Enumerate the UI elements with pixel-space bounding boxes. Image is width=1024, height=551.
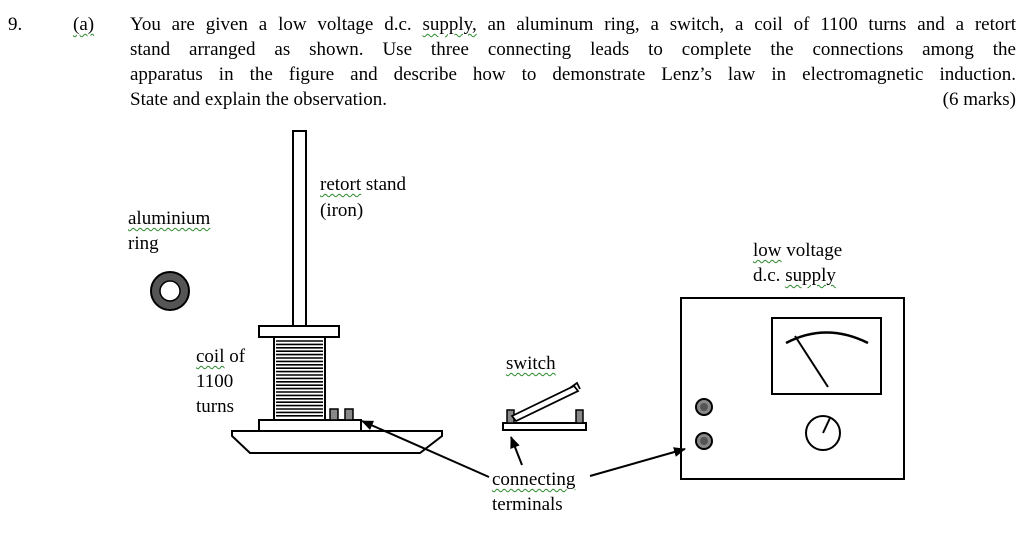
- question-line-2: stand arranged as shown. Use three conne…: [130, 39, 1016, 60]
- coil-turns-label: 1100: [196, 371, 234, 392]
- retort-stand-label: retort stand: [320, 174, 407, 195]
- coil-terminal: [329, 408, 339, 421]
- switch-lever: [510, 384, 580, 423]
- coil: [258, 325, 362, 432]
- question-part: (a): [73, 12, 94, 37]
- question-text: an aluminum ring, a switch, a coil of 11…: [476, 14, 1016, 35]
- question-line-4: State and explain the observation. (6 ma…: [130, 87, 1016, 112]
- terminals-label-2: terminals: [492, 494, 563, 515]
- question-number: 9.: [8, 14, 23, 35]
- question-text: You are given a low voltage d.c.: [130, 14, 423, 35]
- question-instruction: State and explain the observation.: [130, 89, 387, 110]
- marks-label: (6 marks): [942, 89, 1016, 110]
- meter-display: [771, 317, 882, 395]
- supply-label: low voltage: [753, 240, 843, 261]
- switch: [502, 381, 587, 431]
- coil-terminal: [344, 408, 354, 421]
- pointer-arrow: [510, 436, 523, 466]
- coil-label: coil of: [196, 346, 246, 367]
- pointer-arrow: [589, 447, 686, 477]
- coil-turns-label-2: turns: [196, 396, 234, 417]
- switch-label: switch: [506, 353, 556, 374]
- meter-scale: [785, 331, 869, 345]
- aluminium-ring: [150, 271, 190, 311]
- pointer-arrow: [361, 420, 490, 478]
- retort-stand-material-label: (iron): [320, 200, 364, 221]
- question-line-1: You are given a low voltage d.c. supply,…: [130, 12, 1016, 37]
- question-line-3: apparatus in the figure and describe how…: [130, 64, 1016, 85]
- terminal-pointers: [361, 420, 686, 478]
- switch-terminal: [575, 409, 584, 424]
- terminals-label: connecting: [492, 469, 576, 490]
- retort-stand: [231, 130, 443, 454]
- question-text: supply,: [422, 14, 477, 35]
- ring-label-2: ring: [128, 233, 159, 254]
- question-part-label: (a): [73, 14, 95, 35]
- power-supply: [680, 297, 905, 480]
- supply-label-2: d.c. supply: [753, 265, 836, 286]
- meter-needle: [794, 335, 829, 388]
- ring-label: aluminium: [128, 208, 211, 229]
